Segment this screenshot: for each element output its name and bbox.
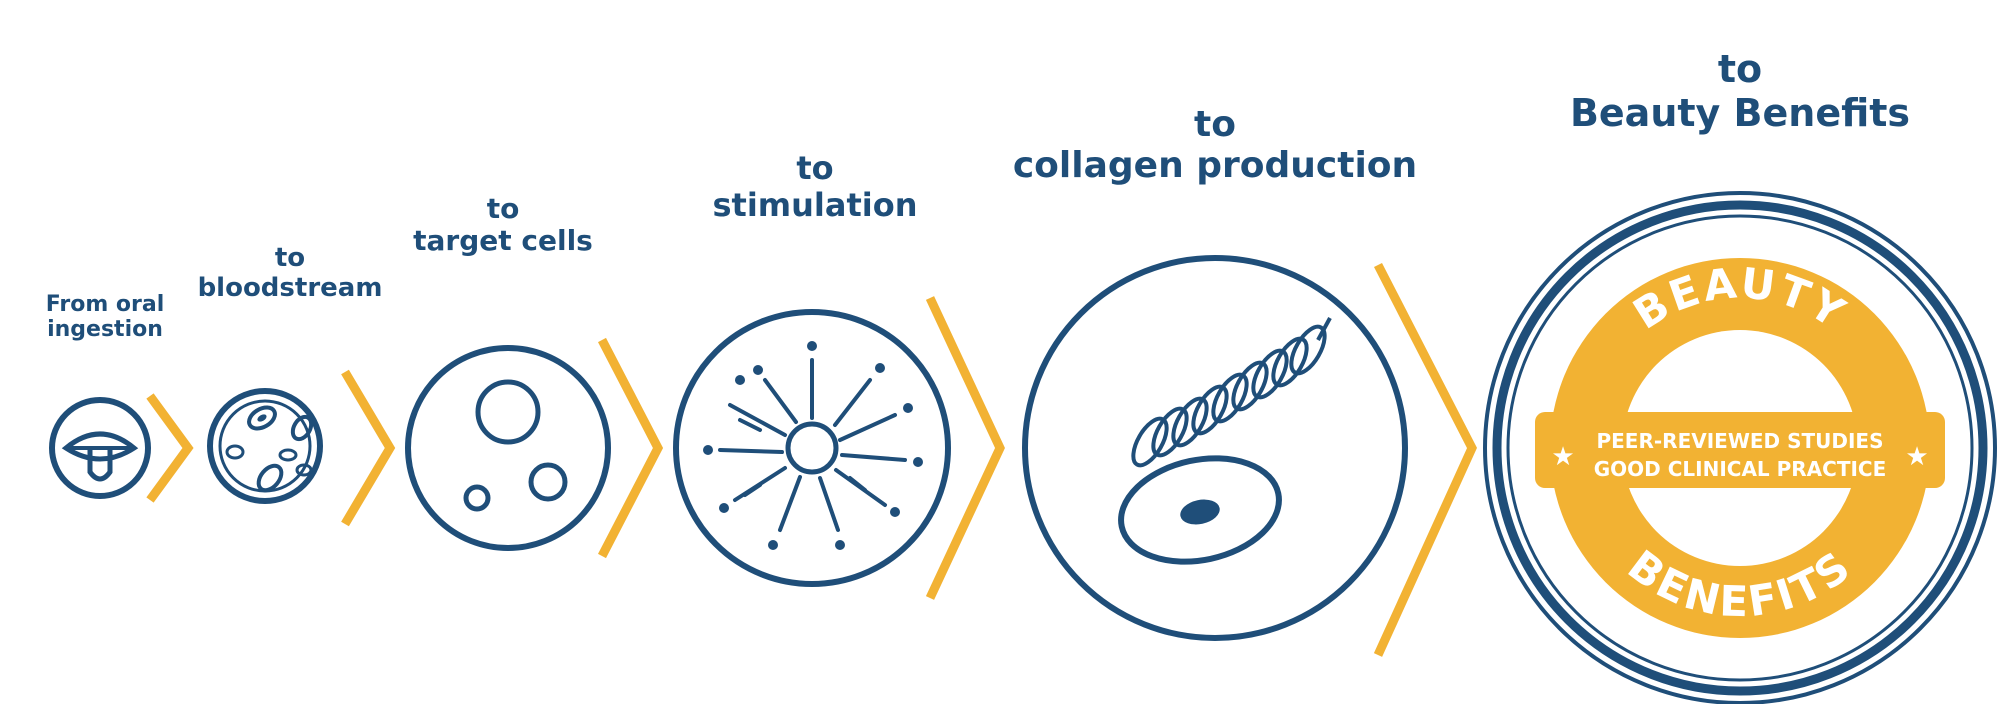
step-label-line: to [796, 149, 834, 187]
step-label-line: ingestion [47, 317, 163, 343]
step-label-beauty-benefits: to Beauty Benefits [1540, 47, 1940, 135]
step-label-oral-ingestion: From oral ingestion [30, 292, 180, 343]
star-icon: ★ [1905, 442, 1928, 472]
step-label-line: bloodstream [197, 272, 383, 303]
blood-cells-icon [207, 388, 323, 504]
stimulation-icon [673, 309, 951, 587]
step-label-line: target cells [413, 224, 593, 258]
chevron-right-icon [146, 393, 194, 503]
star-icon: ★ [1551, 442, 1574, 472]
badge-line-2: GOOD CLINICAL PRACTICE [1594, 457, 1887, 481]
step-label-bloodstream: to bloodstream [190, 243, 390, 304]
chevron-right-icon [598, 337, 664, 559]
step-label-line: to [486, 192, 520, 225]
collagen-fibroblast-icon [1022, 255, 1408, 641]
step-label-line: From oral [45, 292, 165, 317]
step-label-stimulation: to stimulation [700, 150, 930, 224]
target-cells-icon [405, 345, 611, 551]
step-label-line: to [274, 243, 306, 273]
step-label-line: to [1194, 104, 1236, 145]
badge-line-1: PEER-REVIEWED STUDIES [1596, 429, 1883, 453]
step-label-target-cells: to target cells [398, 192, 608, 258]
mouth-icon [49, 397, 151, 499]
step-label-line: Beauty Benefits [1569, 90, 1911, 135]
chevron-right-icon [1373, 262, 1477, 657]
step-label-collagen-production: to collagen production [1010, 104, 1420, 187]
chevron-right-icon [925, 296, 1005, 600]
beauty-benefits-seal-icon [1483, 191, 1997, 704]
step-label-line: to [1717, 47, 1763, 91]
chevron-right-icon [341, 369, 396, 527]
step-label-line: stimulation [712, 185, 918, 224]
step-label-line: collagen production [1012, 145, 1418, 187]
